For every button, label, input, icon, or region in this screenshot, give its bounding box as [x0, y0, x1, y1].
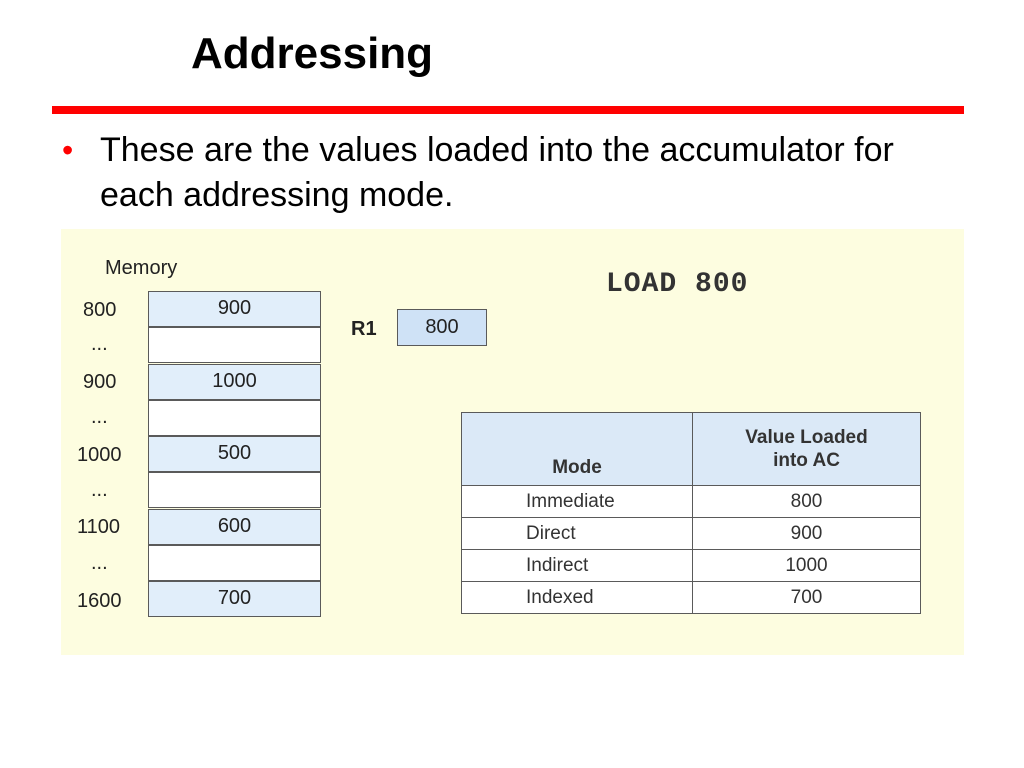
memory-label: Memory	[105, 257, 178, 279]
memory-cell	[148, 327, 321, 363]
table-header-row: Mode Value Loaded into AC	[461, 412, 921, 486]
value-cell: 900	[692, 517, 921, 550]
header-mode: Mode	[461, 412, 693, 486]
instruction-text: LOAD 800	[606, 269, 749, 300]
memory-address: ...	[91, 552, 108, 574]
header-value-line1: Value Loaded	[745, 427, 868, 448]
mode-cell: Direct	[461, 517, 693, 550]
memory-cell	[148, 545, 321, 581]
memory-cell: 900	[148, 291, 321, 327]
value-cell: 800	[692, 485, 921, 518]
addressing-modes-table: Mode Value Loaded into AC Immediate 800 …	[461, 412, 921, 614]
register-value: 800	[397, 309, 487, 346]
slide-title: Addressing	[191, 29, 434, 78]
memory-address: ...	[91, 333, 108, 355]
memory-address: 1600	[77, 590, 122, 612]
table-row: Direct 900	[461, 517, 921, 550]
header-value-loaded: Value Loaded into AC	[692, 412, 921, 486]
bullet-icon: •	[62, 132, 74, 168]
register-label: R1	[351, 318, 377, 340]
memory-address: ...	[91, 479, 108, 501]
table-row: Indirect 1000	[461, 549, 921, 582]
value-cell: 1000	[692, 549, 921, 582]
table-row: Indexed 700	[461, 581, 921, 614]
memory-address: ...	[91, 406, 108, 428]
mode-cell: Indexed	[461, 581, 693, 614]
memory-cell: 500	[148, 436, 321, 472]
memory-cell	[148, 472, 321, 508]
title-divider	[52, 106, 964, 114]
mode-cell: Indirect	[461, 549, 693, 582]
memory-address: 800	[83, 299, 117, 321]
value-cell: 700	[692, 581, 921, 614]
bullet-text: These are the values loaded into the acc…	[100, 131, 894, 214]
memory-cell: 600	[148, 509, 321, 545]
memory-address: 900	[83, 371, 117, 393]
header-value-line2: into AC	[773, 450, 840, 471]
mode-cell: Immediate	[461, 485, 693, 518]
memory-address: 1100	[77, 516, 121, 538]
memory-cell: 1000	[148, 364, 321, 400]
addressing-figure: Memory 800 900 ... 900 1000 ... 1000 500…	[61, 229, 964, 655]
memory-address: 1000	[77, 444, 122, 466]
memory-cell: 700	[148, 581, 321, 617]
memory-cell	[148, 400, 321, 436]
table-row: Immediate 800	[461, 485, 921, 518]
